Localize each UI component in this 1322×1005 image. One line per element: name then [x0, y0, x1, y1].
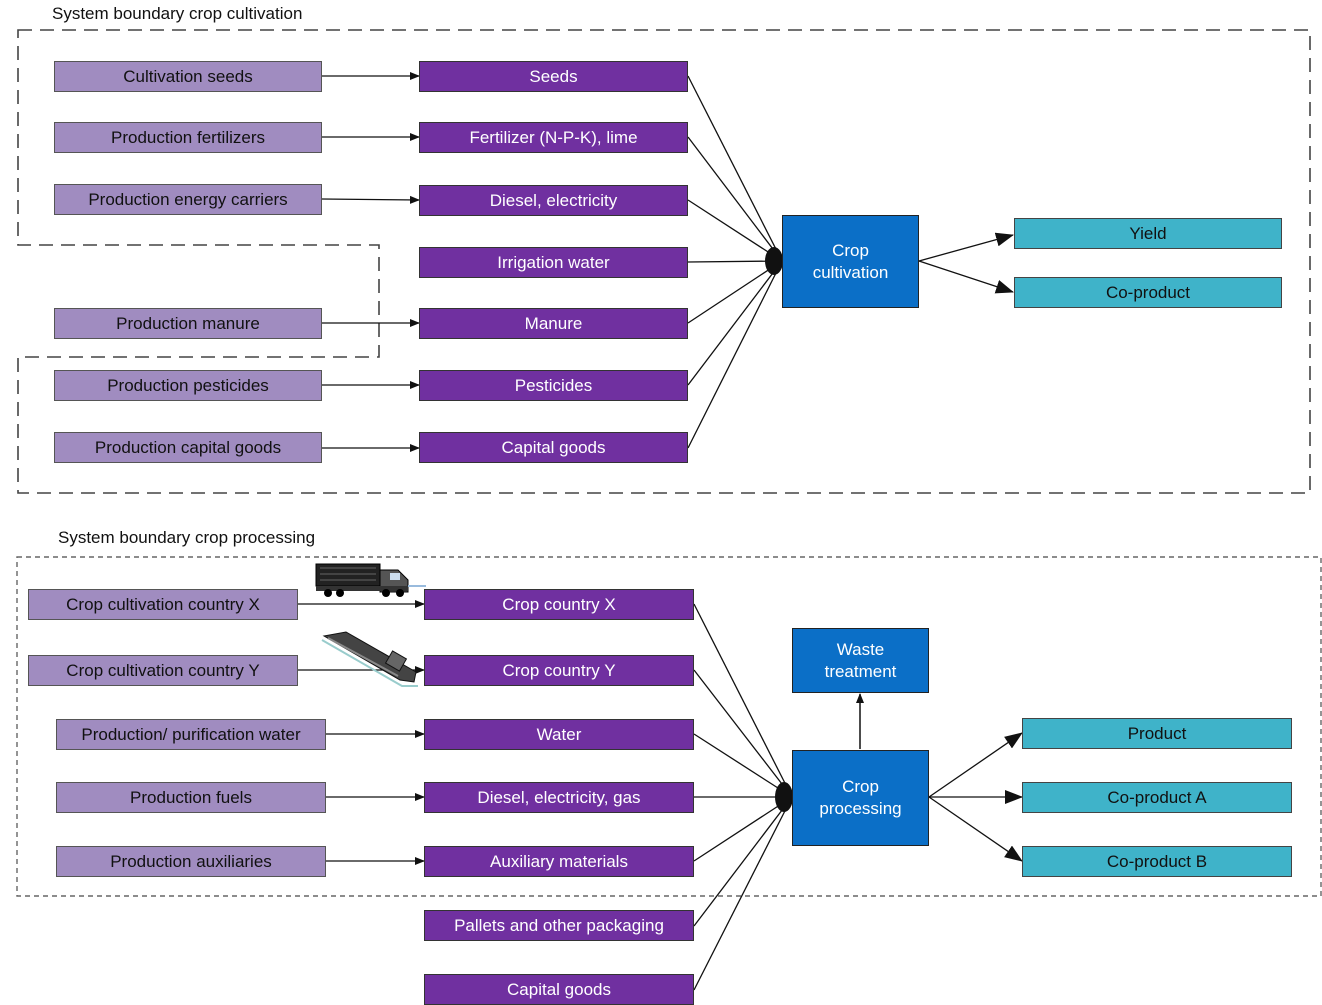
- process-crop-processing: Crop processing: [792, 750, 929, 846]
- top-system-boundary: [17, 29, 1311, 494]
- input-diesel-electricity: Diesel, electricity: [419, 185, 688, 216]
- output-co-product: Co-product: [1014, 277, 1282, 308]
- input-seeds: Seeds: [419, 61, 688, 92]
- input-capital-goods: Capital goods: [419, 432, 688, 463]
- truck-icon: [315, 563, 426, 597]
- top-boundary-title: System boundary crop cultivation: [52, 4, 303, 23]
- source-crop-cultivation-country-y: Crop cultivation country Y: [28, 655, 298, 686]
- input-water: Water: [424, 719, 694, 750]
- source-production-manure: Production manure: [54, 308, 322, 339]
- source-production-pesticides: Production pesticides: [54, 370, 322, 401]
- source-production-auxiliaries: Production auxiliaries: [56, 846, 326, 877]
- input-auxiliary-materials: Auxiliary materials: [424, 846, 694, 877]
- ship-icon: [321, 631, 418, 687]
- bottom-system-boundary: [16, 556, 1322, 897]
- source-production-energy-carriers: Production energy carriers: [54, 184, 322, 215]
- input-diesel-electricity-gas: Diesel, electricity, gas: [424, 782, 694, 813]
- output-product: Product: [1022, 718, 1292, 749]
- input-irrigation-water: Irrigation water: [419, 247, 688, 278]
- source-production-fertilizers: Production fertilizers: [54, 122, 322, 153]
- source-production-capital-goods: Production capital goods: [54, 432, 322, 463]
- input-fertilizer: Fertilizer (N-P-K), lime: [419, 122, 688, 153]
- waste-treatment: Waste treatment: [792, 628, 929, 693]
- output-co-product-a: Co-product A: [1022, 782, 1292, 813]
- input-pallets-packaging: Pallets and other packaging: [424, 910, 694, 941]
- input-pesticides: Pesticides: [419, 370, 688, 401]
- process-crop-cultivation: Crop cultivation: [782, 215, 919, 308]
- source-production-fuels: Production fuels: [56, 782, 326, 813]
- bottom-boundary-title: System boundary crop processing: [58, 528, 316, 547]
- input-crop-country-y: Crop country Y: [424, 655, 694, 686]
- output-yield: Yield: [1014, 218, 1282, 249]
- source-production-purification-water: Production/ purification water: [56, 719, 326, 750]
- output-co-product-b: Co-product B: [1022, 846, 1292, 877]
- input-crop-country-x: Crop country X: [424, 589, 694, 620]
- input-capital-goods-processing: Capital goods: [424, 974, 694, 1005]
- input-manure: Manure: [419, 308, 688, 339]
- source-crop-cultivation-country-x: Crop cultivation country X: [28, 589, 298, 620]
- source-cultivation-seeds: Cultivation seeds: [54, 61, 322, 92]
